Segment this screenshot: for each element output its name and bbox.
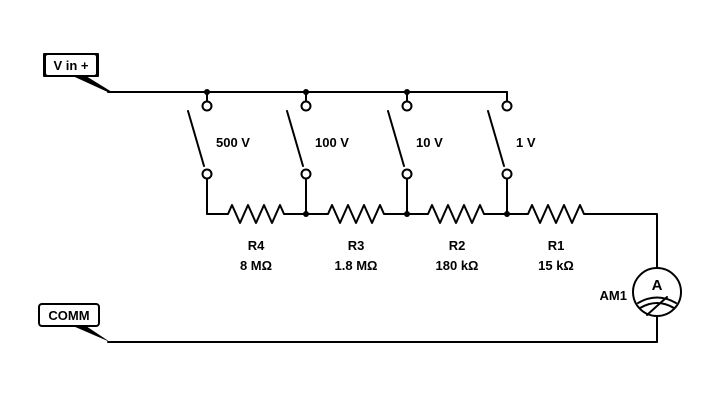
resistor-name: R1 — [548, 238, 565, 253]
resistor-r1: R1 15 kΩ — [506, 204, 658, 273]
comm-label: COMM — [48, 308, 89, 323]
switch-1v: 1 V — [487, 91, 536, 215]
vin-terminal: V in + — [43, 53, 111, 93]
switch-label: 500 V — [216, 135, 250, 150]
resistor-value: 180 kΩ — [436, 258, 479, 273]
resistor-r3: R3 1.8 MΩ — [305, 204, 408, 273]
switch-10v: 10 V — [387, 91, 443, 215]
chain-junction-1 — [303, 211, 309, 217]
resistor-value: 15 kΩ — [538, 258, 574, 273]
resistor-r2: R2 180 kΩ — [406, 204, 508, 273]
ammeter-name: AM1 — [600, 288, 627, 303]
resistor-value: 1.8 MΩ — [335, 258, 378, 273]
resistor-name: R4 — [248, 238, 265, 253]
switch-100v: 100 V — [286, 91, 349, 215]
switch-label: 100 V — [315, 135, 349, 150]
ammeter-am1: A AM1 — [600, 267, 682, 343]
resistor-value: 8 MΩ — [240, 258, 272, 273]
chain-junction-2 — [404, 211, 410, 217]
switch-label: 1 V — [516, 135, 536, 150]
switch-label: 10 V — [416, 135, 443, 150]
comm-terminal: COMM — [38, 303, 110, 342]
switch-500v: 500 V — [187, 91, 250, 215]
ammeter-symbol: A — [652, 277, 663, 294]
resistor-name: R3 — [348, 238, 365, 253]
chain-junction-3 — [504, 211, 510, 217]
resistor-name: R2 — [449, 238, 466, 253]
resistor-r4: R4 8 MΩ — [206, 204, 307, 273]
vin-label: V in + — [53, 58, 88, 73]
